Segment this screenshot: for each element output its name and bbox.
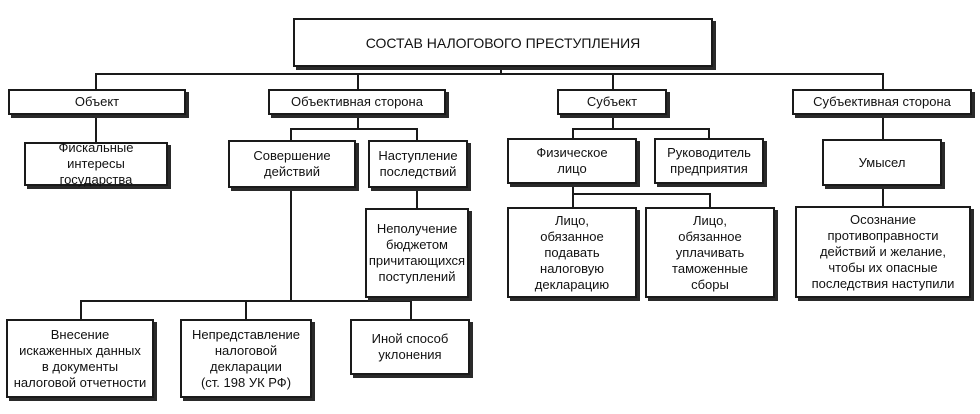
connector [357,73,359,89]
root-node: СОСТАВ НАЛОГОВОГО ПРЕСТУПЛЕНИЯ [293,18,713,67]
connector [572,184,574,194]
connector [290,128,417,130]
node-customs-payer: Лицо, обязанное уплачивать таможенные сб… [645,207,775,298]
connector [572,128,574,138]
connector [416,188,418,208]
node-subjective-side: Субъективная сторона [792,89,972,115]
connector [612,73,614,89]
connector [290,128,292,140]
node-object: Объект [8,89,186,115]
node-non-submission: Непредставление налоговой декларации (ст… [180,319,312,398]
node-awareness: Осознание противоправности действий и же… [795,206,971,298]
connector [80,300,82,319]
node-declaration-filer: Лицо, обязанное подавать налоговую декла… [507,207,637,298]
connector [612,115,614,129]
connector [416,128,418,140]
connector [709,193,711,207]
connector [572,128,709,130]
node-actions: Совершение действий [228,140,356,188]
connector [95,73,97,89]
connector [882,73,884,89]
node-manager: Руководитель предприятия [654,138,764,184]
connector [882,186,884,206]
node-distorted-data: Внесение искаженных данных в документы н… [6,319,154,398]
connector [708,128,710,138]
connector [572,193,574,207]
connector [245,300,247,319]
connector [357,115,359,129]
connector [410,300,412,319]
node-intent: Умысел [822,139,942,186]
node-other-evasion: Иной способ уклонения [350,319,470,375]
connector [95,115,97,142]
node-physical-person: Физическое лицо [507,138,637,184]
connector [882,115,884,139]
node-budget-non-receipt: Неполучение бюджетом причитающихся посту… [365,208,469,298]
node-consequences: Наступление последствий [368,140,468,188]
connector [95,73,882,75]
node-object-fiscal-interests: Фискальные интересы государства [24,140,168,187]
connector [500,67,502,74]
node-objective-side: Объективная сторона [268,89,446,115]
connector [290,188,292,300]
node-subject: Субъект [557,89,667,115]
connector [572,193,710,195]
